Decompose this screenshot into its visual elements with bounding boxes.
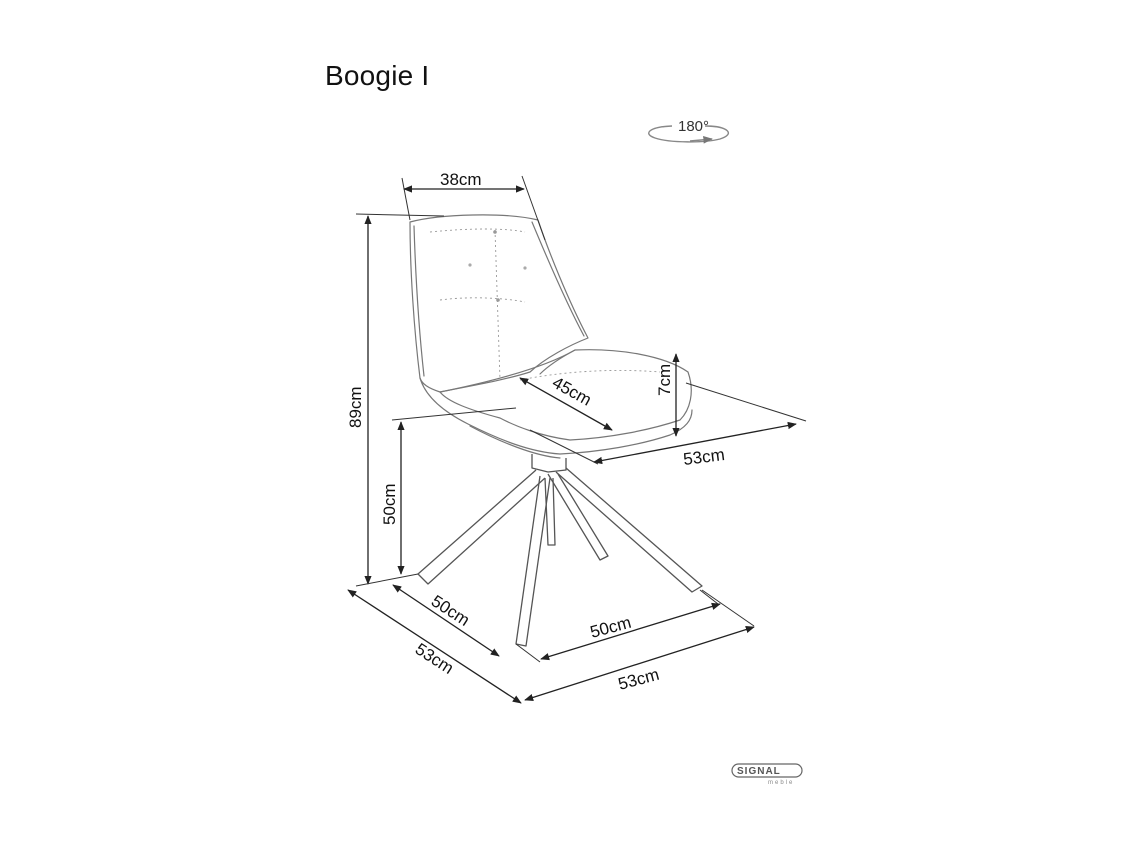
dim-total-height: 89cm [346,213,445,585]
chair-outline [409,214,703,647]
total-height-label: 89cm [346,386,365,428]
dim-seat-width: 38cm [401,170,546,241]
logo-sub: meble [768,780,794,786]
cushion-label: 7cm [655,364,674,396]
dim-cushion: 7cm [655,353,680,437]
outer-left-label: 53cm [412,639,457,678]
signal-logo: SIGNAL meble [731,763,803,786]
overall-depth-label: 53cm [682,445,726,469]
rotation-icon: 180° [648,118,730,144]
dim-overall-depth: 53cm [529,382,807,469]
seat-depth-label: 45cm [549,373,595,410]
logo-name: SIGNAL [737,766,781,777]
seat-height-label: 50cm [380,483,399,525]
seat-width-label: 38cm [440,170,482,189]
product-title: Boogie I [325,60,430,91]
dim-outer-right: 53cm [524,589,755,701]
dim-seat-height: 50cm [380,407,517,575]
dim-seat-depth: 45cm [519,373,613,431]
rotation-label: 180° [678,118,709,135]
dim-base-right: 50cm [515,589,721,663]
